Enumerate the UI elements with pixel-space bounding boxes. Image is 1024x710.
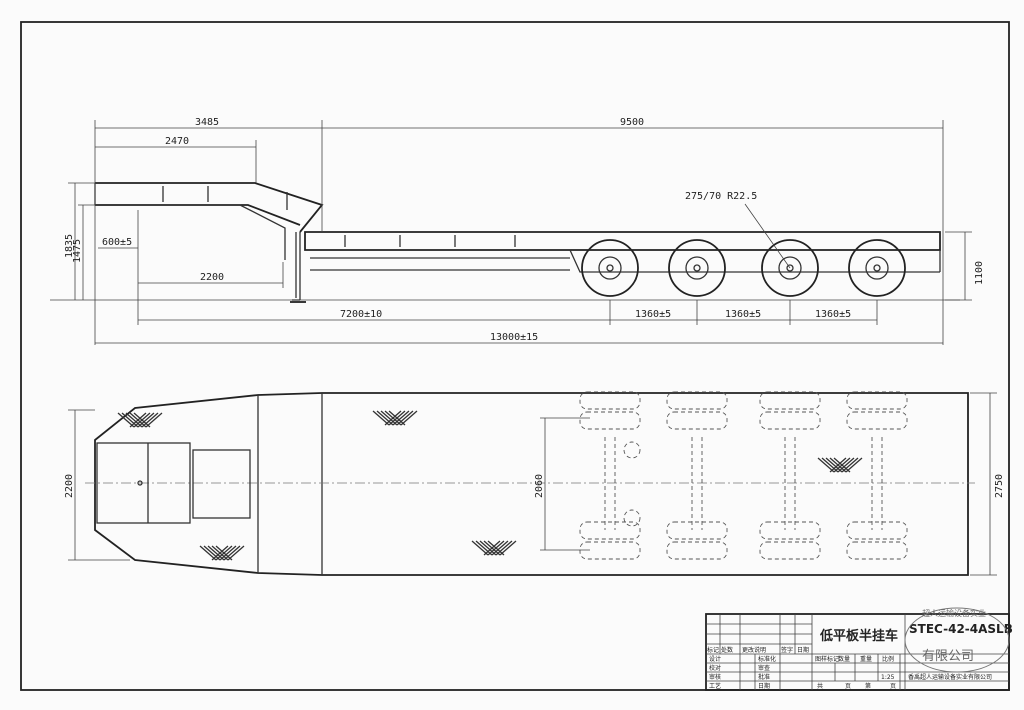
svg-text:第: 第 [865,682,871,690]
hatch-mark [471,540,517,556]
tire-outline [579,521,641,540]
dim-2200-top: 2200 [64,474,75,498]
tire-outline [579,391,641,410]
tire-outline [666,541,728,560]
axle [604,437,616,530]
scale: 1:25 [881,674,895,681]
tire-outline [666,391,728,410]
company-stamp: 超人运输设备实业 有限公司 [904,607,1010,673]
company-name: 香禹超人运输设备实业有限公司 [908,673,992,681]
wheel [581,239,639,297]
wheel-hub [598,256,622,280]
tire-outline [759,521,821,540]
svg-text:共: 共 [817,682,823,690]
svg-text:批准: 批准 [758,673,770,681]
tire-outline [759,391,821,410]
svg-text:图样标记: 图样标记 [815,655,839,663]
dim-2200-side: 2200 [200,272,224,283]
axle [784,437,796,530]
side-view: 3485 9500 2470 1835 1475 600±5 2200 7200… [50,117,985,345]
anti-slip-marks [117,410,863,561]
landing-leg [292,232,300,301]
svg-text:日期: 日期 [797,646,809,654]
dim-3485: 3485 [195,117,219,128]
svg-text:签字: 签字 [781,646,793,654]
tire-spec: 275/70 R22.5 [685,191,757,202]
tire-outline [846,411,908,430]
hatch-mark [199,545,245,561]
dim-1100: 1100 [974,261,985,285]
dim-2470: 2470 [165,136,189,147]
wheel-hub [685,256,709,280]
deck-stiffeners [162,186,516,247]
dim-7200: 7200±10 [340,309,382,320]
hatch-mark [372,410,418,426]
hatch-mark [817,457,863,473]
hatch-mark [117,412,163,428]
axle [691,437,703,530]
title-block: 低平板半挂车 STEC-42-4ASLB 标记 处数 更改说明 签字 日期 设计… [705,607,1013,691]
svg-text:审查: 审查 [758,664,770,672]
svg-text:数量: 数量 [838,655,850,663]
wheel [761,239,819,297]
svg-text:标准化: 标准化 [758,655,776,663]
svg-text:工艺: 工艺 [709,682,721,690]
svg-text:有限公司: 有限公司 [922,649,974,664]
wheel-hub [865,256,889,280]
top-outline [94,392,969,576]
dim-1475: 1475 [72,239,83,263]
dim-600: 600±5 [102,237,132,248]
tire-outline [666,411,728,430]
top-view: 2200 2060 2750 [64,391,1005,576]
tire-outline [759,541,821,560]
tire-outline [579,541,641,560]
hatch-box [192,449,251,519]
tire-outline [759,411,821,430]
hatch-box [96,442,191,524]
svg-text:重量: 重量 [860,655,872,663]
dim-9500: 9500 [620,117,644,128]
dim-13000: 13000±15 [490,332,538,343]
wheel-hub [778,256,802,280]
svg-text:校对: 校对 [709,664,721,672]
drawing-title: 低平板半挂车 [819,628,898,644]
dim-1835: 1835 [64,234,75,258]
frame-rail [310,249,941,273]
wheel-set [581,239,906,297]
top-axles [579,391,908,560]
svg-text:页: 页 [845,683,851,690]
tire-outline [666,521,728,540]
axle [871,437,883,530]
drawing-code: STEC-42-4ASLB [909,622,1013,636]
wheel [668,239,726,297]
svg-text:页: 页 [890,683,896,690]
tire-outline [846,391,908,410]
wheel [848,239,906,297]
dim-1360-1: 1360±5 [635,309,671,320]
svg-text:日期: 日期 [758,682,770,690]
svg-text:比例: 比例 [882,655,894,663]
dim-1360-2: 1360±5 [725,309,761,320]
svg-text:更改说明: 更改说明 [742,646,766,654]
svg-text:处数: 处数 [721,646,733,654]
svg-text:设计: 设计 [709,655,721,663]
tire-outline [579,411,641,430]
dim-2750: 2750 [994,474,1005,498]
dim-1360-3: 1360±5 [815,309,851,320]
svg-text:超人运输设备实业: 超人运输设备实业 [922,608,986,618]
svg-text:标记: 标记 [707,646,719,654]
tire-outline [846,541,908,560]
tire-outline [846,521,908,540]
svg-text:审核: 审核 [709,673,721,681]
drawing-frame [20,21,1010,691]
dim-2060: 2060 [534,474,545,498]
